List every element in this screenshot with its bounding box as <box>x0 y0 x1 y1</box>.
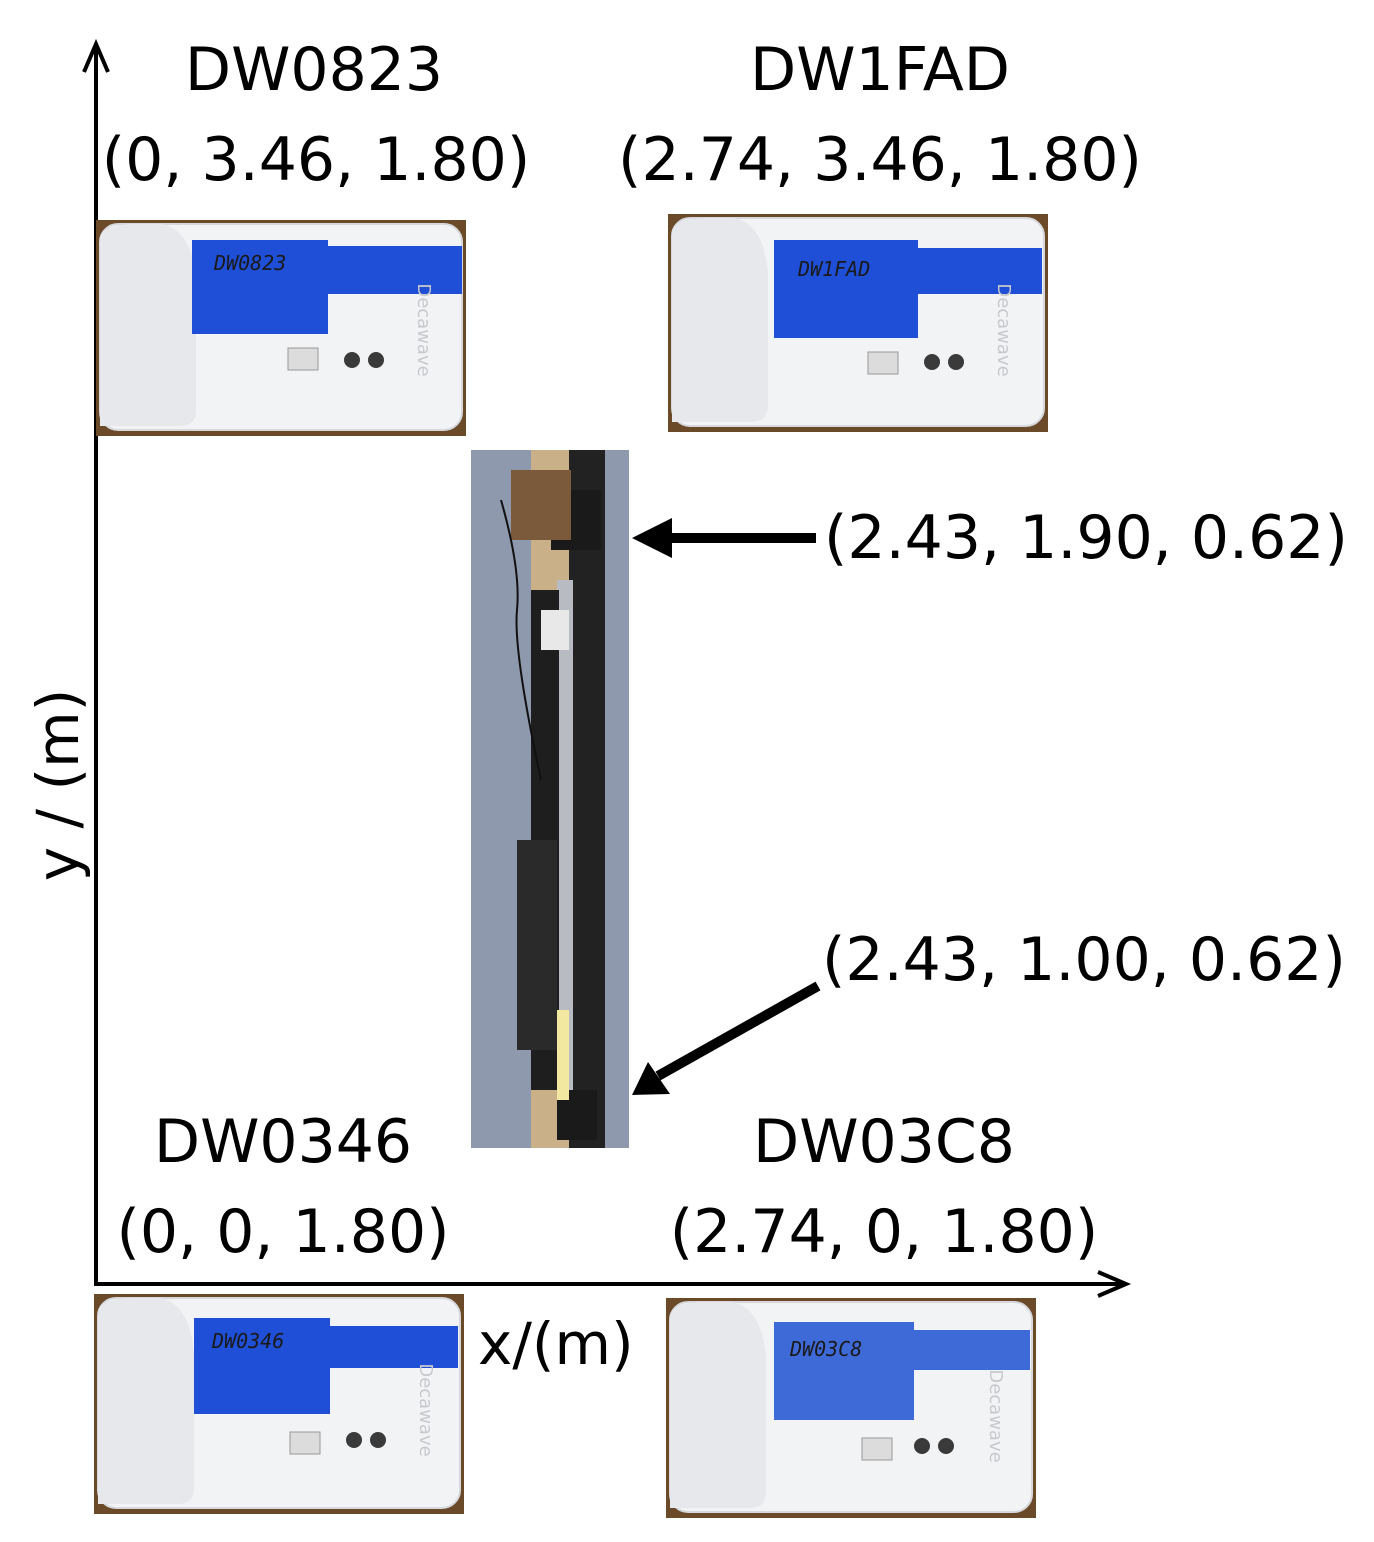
rail-bottom-point-label: (2.43, 1.00, 0.62) <box>822 925 1346 995</box>
tag-handwriting-dw03c8: DW03C8 <box>789 1337 862 1361</box>
x-axis-arrowhead <box>1097 1270 1132 1298</box>
brand-text-dw1fad: Decawave <box>993 283 1014 376</box>
anchor-photo-dw1fad: DW1FAD Decawave <box>668 214 1048 432</box>
anchor-photo-dw0346: DW0346 Decawave <box>94 1294 464 1514</box>
rail-top-point-label: (2.43, 1.90, 0.62) <box>824 503 1348 573</box>
anchor-id-dw03c8: DW03C8 <box>753 1107 1015 1177</box>
tag-handwriting-dw1fad: DW1FAD <box>797 257 870 281</box>
anchor-photo-dw03c8: DW03C8 Decawave <box>666 1298 1036 1518</box>
y-axis-arrowhead <box>82 38 110 73</box>
brand-text-dw0823: Decawave <box>413 283 434 376</box>
anchor-coords-dw0346: (0, 0, 1.80) <box>116 1197 450 1267</box>
linear-rail-photo <box>471 450 629 1148</box>
anchor-coords-dw1fad: (2.74, 3.46, 1.80) <box>618 125 1142 195</box>
anchor-photo-dw0823: DW0823 Decawave <box>96 220 466 436</box>
anchor-id-dw0346: DW0346 <box>153 1107 413 1177</box>
brand-text-dw0346: Decawave <box>415 1363 436 1456</box>
brand-text-dw03c8: Decawave <box>985 1369 1006 1462</box>
bottom-point-arrow-shaft <box>655 981 821 1081</box>
tag-handwriting-dw0346: DW0346 <box>211 1329 284 1353</box>
anchor-id-dw1fad: DW1FAD <box>750 35 1010 105</box>
anchor-id-dw0823: DW0823 <box>184 35 444 105</box>
top-point-arrowhead <box>632 518 672 558</box>
x-axis-label: x/(m) <box>478 1310 634 1378</box>
bottom-point-arrowhead <box>632 1062 670 1095</box>
y-axis-label: y / (m) <box>24 688 92 882</box>
anchor-coords-dw0823: (0, 3.46, 1.80) <box>101 125 531 195</box>
tag-handwriting-dw0823: DW0823 <box>213 251 286 275</box>
anchor-coords-dw03c8: (2.74, 0, 1.80) <box>669 1197 1099 1267</box>
